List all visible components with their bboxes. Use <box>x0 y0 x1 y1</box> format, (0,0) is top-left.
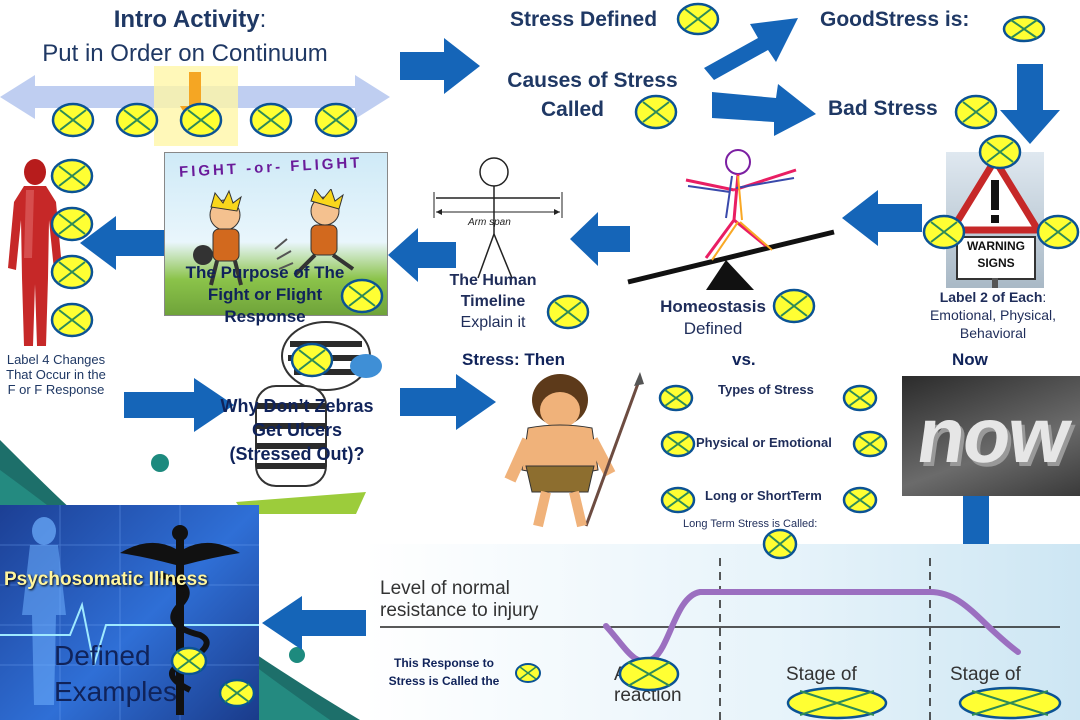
psychosomatic-banner: Psychosomatic Illness <box>4 569 208 590</box>
homeostasis-label: Homeostasis Defined <box>660 297 766 338</box>
body-xray-caduceus <box>0 505 259 720</box>
answer-marker[interactable] <box>51 102 95 138</box>
arm-span-label: Arm span <box>468 217 511 228</box>
gas-chart <box>380 558 1060 720</box>
answer-marker[interactable] <box>50 206 94 242</box>
stage-of-exhaustion-label: Stage of <box>950 664 1021 685</box>
answer-marker[interactable] <box>170 646 208 676</box>
normal-resistance-label: Level of normal resistance to injury <box>380 578 539 621</box>
gas-chart-panel <box>364 544 1080 720</box>
answer-marker[interactable] <box>772 288 816 324</box>
arrow-to-bad-stress <box>712 84 816 136</box>
types-of-stress-label: Types of Stress <box>718 382 814 397</box>
answer-marker[interactable] <box>958 686 1062 720</box>
homeostasis-seesaw-image <box>627 149 835 290</box>
arrow-down-to-warning <box>1000 64 1060 144</box>
answer-marker[interactable] <box>179 102 223 138</box>
warning-label: Label 2 of Each: Emotional, Physical, Be… <box>929 289 1057 341</box>
answer-marker[interactable] <box>50 158 94 194</box>
intro-title: Intro Activity: <box>113 6 267 33</box>
now-sculpture-text: now <box>911 391 1075 479</box>
answer-marker[interactable] <box>676 2 720 36</box>
answer-marker[interactable] <box>115 102 159 138</box>
answer-marker[interactable] <box>1002 14 1046 44</box>
answer-marker[interactable] <box>1036 214 1080 250</box>
human-timeline-label: The Human Timeline Explain it <box>449 272 537 331</box>
long-short-term-label: Long or ShortTerm <box>705 488 822 503</box>
answer-marker[interactable] <box>922 214 966 250</box>
warning-triangle-icon <box>950 158 1040 234</box>
psychosomatic-defined-label: Defined <box>54 640 151 671</box>
stress-defined-label: Stress Defined <box>510 8 658 31</box>
psychosomatic-image: Psychosomatic Illness <box>0 505 259 720</box>
answer-marker[interactable] <box>50 254 94 290</box>
fight-flight-purpose-label: The Purpose of The Fight or Flight Respo… <box>185 263 345 326</box>
answer-marker[interactable] <box>514 662 542 684</box>
answer-marker[interactable] <box>978 134 1022 170</box>
arrow-zebra-to-caveman <box>400 374 496 430</box>
now-label: Now <box>952 350 988 369</box>
stress-then-label: Stress: Then <box>462 350 565 369</box>
cavemen-cartoon <box>193 189 355 286</box>
caveman-image <box>504 372 644 528</box>
intro-subtitle: Put in Order on Continuum <box>42 40 328 67</box>
arrow-fof-to-body <box>80 216 164 270</box>
answer-marker[interactable] <box>546 294 590 330</box>
reaction-label: reaction <box>614 685 682 706</box>
stick-figure-arm-span <box>433 157 563 279</box>
answer-marker[interactable] <box>618 656 680 692</box>
answer-marker[interactable] <box>954 94 998 130</box>
stage-of-resistance-label: Stage of <box>786 664 857 685</box>
bad-stress-label: Bad Stress <box>828 97 938 120</box>
answer-marker[interactable] <box>842 384 878 412</box>
causes-of-stress-label: Causes of Stress Called <box>507 69 678 121</box>
physical-emotional-label: Physical or Emotional <box>696 435 832 450</box>
arrow-body-to-zebra <box>124 378 234 432</box>
arrow-to-good-stress <box>704 18 798 80</box>
answer-marker[interactable] <box>660 430 696 458</box>
psychosomatic-examples-label: Examples <box>54 676 177 707</box>
answer-marker[interactable] <box>842 486 878 514</box>
answer-marker[interactable] <box>786 686 888 720</box>
arrow-homeostasis-to-timeline <box>570 212 630 266</box>
answer-marker[interactable] <box>658 384 694 412</box>
response-called-label: This Response to Stress is Called the <box>388 656 500 688</box>
answer-marker[interactable] <box>50 302 94 338</box>
fight-flight-caption: FIGHT -or- FLIGHT <box>178 154 363 181</box>
arrow-chart-to-psychosomatic <box>262 596 366 650</box>
answer-marker[interactable] <box>218 678 256 708</box>
vs-label: vs. <box>732 350 756 369</box>
answer-marker[interactable] <box>660 486 696 514</box>
warning-signs-board: WARNING SIGNS <box>956 236 1036 280</box>
long-term-called-label: Long Term Stress is Called: <box>683 518 818 530</box>
human-body-figure <box>8 159 62 346</box>
warning-signs-image: WARNING SIGNS <box>946 152 1044 288</box>
arrow-warning-to-homeostasis <box>842 190 922 246</box>
zebras-question-label: Why Don’t Zebras Get Ulcers (Stressed Ou… <box>220 396 374 464</box>
answer-marker[interactable] <box>762 528 798 560</box>
body-changes-label: Label 4 Changes That Occur in the F or F… <box>6 352 106 397</box>
good-stress-label: GoodStress is: <box>820 8 970 31</box>
answer-marker[interactable] <box>290 342 334 378</box>
answer-marker[interactable] <box>634 94 678 130</box>
answer-marker[interactable] <box>340 278 384 314</box>
now-image: now <box>902 376 1080 496</box>
answer-marker[interactable] <box>249 102 293 138</box>
arrow-timeline-to-fof <box>388 228 456 282</box>
arrow-intro-to-causes <box>400 38 480 94</box>
answer-marker[interactable] <box>852 430 888 458</box>
answer-marker[interactable] <box>314 102 358 138</box>
